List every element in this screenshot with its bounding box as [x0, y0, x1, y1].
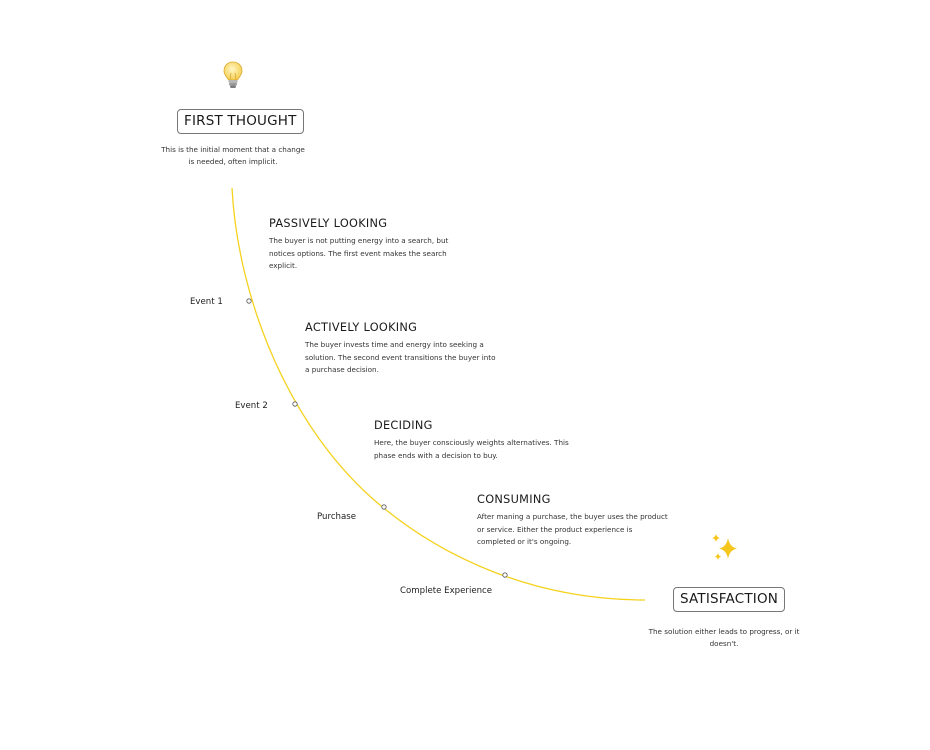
event-node-event-1 — [246, 298, 252, 304]
satisfaction-box: SATISFACTION — [673, 587, 786, 612]
event-node-purchase — [381, 504, 387, 510]
event-node-complete-experience — [502, 572, 508, 578]
timeline-curve — [231, 187, 646, 601]
satisfaction-description: The solution either leads to progress, o… — [648, 627, 800, 648]
event-node-event-2 — [292, 401, 298, 407]
phase-description-consuming: After maning a purchase, the buyer uses … — [477, 512, 668, 546]
event-label-event-1: Event 1 — [190, 297, 223, 307]
event-label-complete-experience: Complete Experience — [400, 586, 493, 596]
phase-title-deciding: DECIDING — [374, 419, 433, 432]
first-thought-description: This is the initial moment that a change… — [161, 145, 305, 166]
phase-title-consuming: CONSUMING — [477, 493, 551, 506]
phase-title-actively-looking: ACTIVELY LOOKING — [305, 321, 418, 334]
phase-description-deciding: Here, the buyer consciously weights alte… — [374, 438, 569, 460]
event-label-event-2: Event 2 — [235, 401, 268, 411]
phase-title-passively-looking: PASSIVELY LOOKING — [269, 217, 388, 230]
satisfaction-title: SATISFACTION — [680, 591, 779, 607]
phase-description-passively-looking: The buyer is not putting energy into a s… — [269, 236, 449, 270]
phase-description-actively-looking: The buyer invests time and energy into s… — [305, 340, 496, 374]
first-thought-title: FIRST THOUGHT — [184, 113, 297, 129]
event-label-purchase: Purchase — [317, 512, 357, 522]
lightbulb-icon — [223, 61, 243, 88]
sparkles-icon — [712, 534, 737, 560]
first-thought-box: FIRST THOUGHT — [177, 109, 304, 134]
